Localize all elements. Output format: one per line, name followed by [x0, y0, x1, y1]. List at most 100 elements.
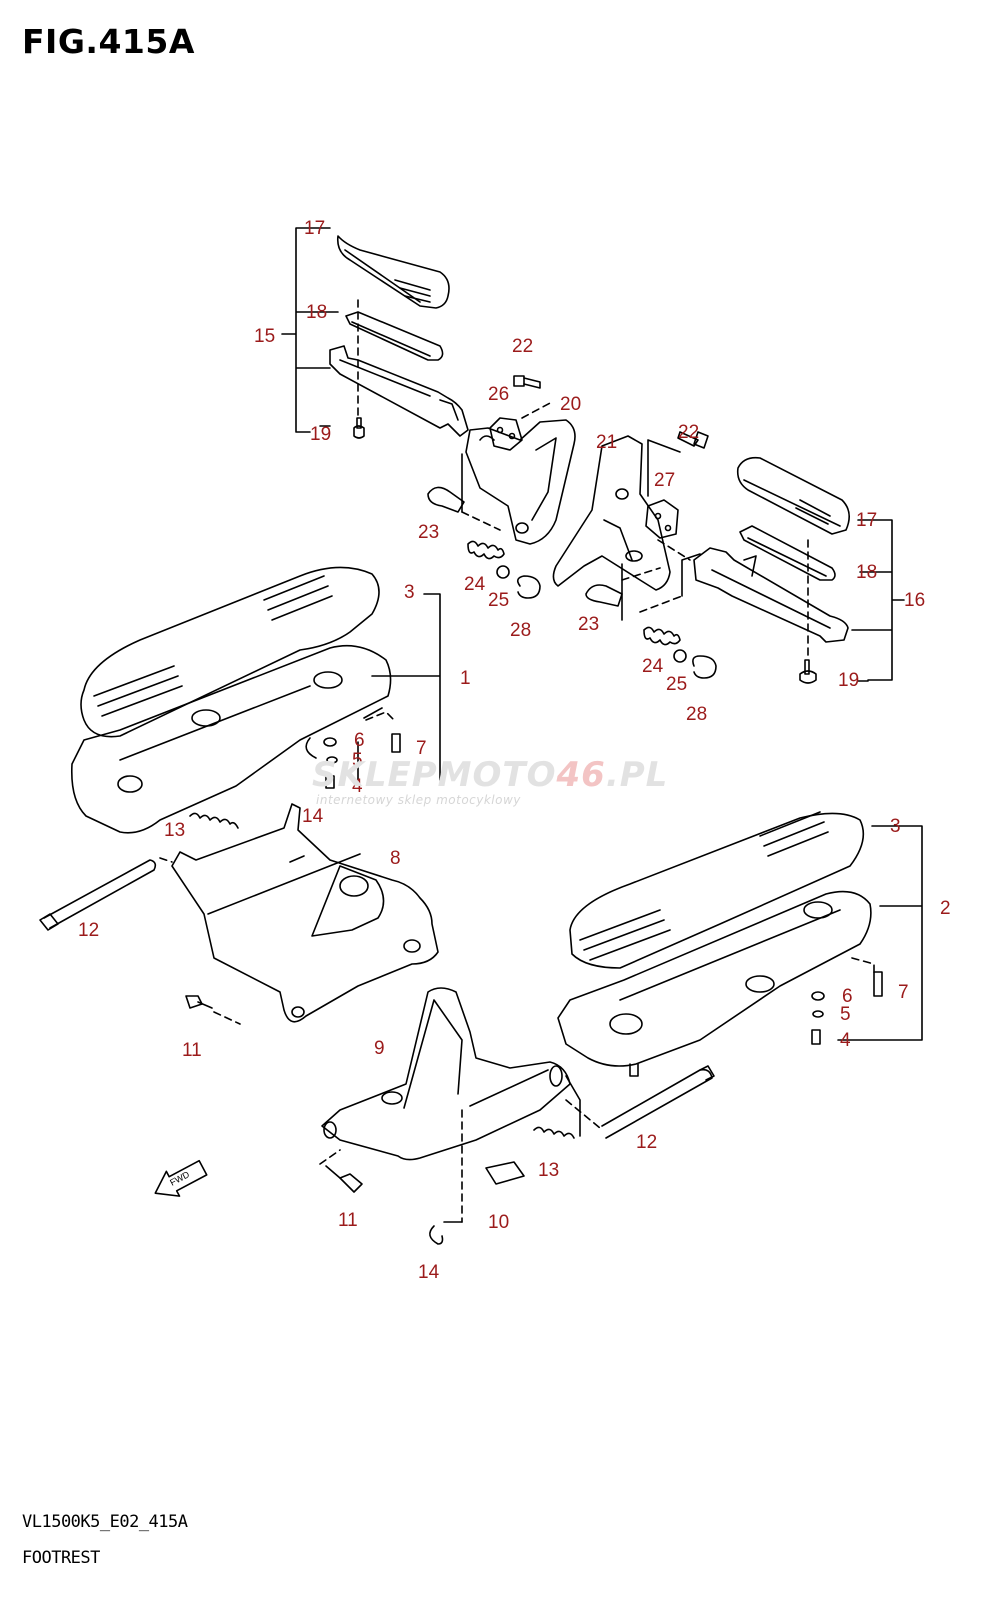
footrest-base-right [693, 547, 849, 643]
ball-25a [496, 565, 510, 579]
callout-18b: 18 [856, 562, 877, 583]
floorboard-base-right [557, 890, 872, 1077]
callout-14b: 14 [418, 1262, 440, 1283]
bolt-22a [513, 375, 541, 389]
footrest-rubber-right [736, 456, 850, 535]
bolt-11b [325, 1165, 363, 1193]
callout-7b: 7 [898, 982, 909, 1003]
callout-13b: 13 [538, 1160, 559, 1181]
spring-24b [643, 626, 681, 646]
callout-21: 21 [596, 432, 617, 453]
watermark-logo: SKLEPMOTO46.PL internetowy sklep motocyk… [300, 755, 680, 815]
bracket-21 [552, 435, 671, 591]
callout-5b: 5 [840, 1004, 851, 1025]
callout-13a: 13 [164, 820, 185, 841]
watermark-brand-c: .PL [605, 755, 669, 795]
callout-27: 27 [654, 470, 675, 491]
spring-13b [533, 1126, 575, 1139]
callout-18a: 18 [306, 302, 327, 323]
callout-17a: 17 [304, 218, 325, 239]
clip-14a [305, 737, 317, 759]
watermark-tagline: internetowy sklep motocyklowy [316, 793, 521, 807]
bolt-19b [799, 659, 817, 684]
floorboard-pad-right [569, 811, 865, 969]
callout-3a: 3 [404, 582, 415, 603]
callout-26: 26 [488, 384, 509, 405]
stud-7 [391, 733, 401, 753]
stud-7b [873, 971, 883, 997]
callout-6a: 6 [354, 730, 365, 751]
floorboard-pad-left [80, 566, 380, 738]
callout-19b: 19 [838, 670, 859, 691]
clip-28a [516, 575, 541, 599]
callout-9: 9 [374, 1038, 385, 1059]
bolt-11a [185, 995, 213, 1009]
callout-23a: 23 [418, 522, 439, 543]
callout-4b: 4 [840, 1030, 851, 1051]
plate-10 [485, 1161, 525, 1185]
figure-title: FIG.415A [22, 22, 195, 61]
callout-17b: 17 [856, 510, 877, 531]
collar-6a [323, 737, 337, 747]
callout-24a: 24 [464, 574, 486, 595]
collar-6b [811, 991, 825, 1001]
callout-22a: 22 [512, 336, 533, 357]
spring-13a [189, 812, 239, 829]
ball-25b [673, 649, 687, 663]
callout-8: 8 [390, 848, 401, 869]
callout-4a: 4 [352, 776, 363, 797]
callout-25b: 25 [666, 674, 687, 695]
footrest-plate-right [739, 525, 836, 581]
watermark-brand-a: SKLEPMOTO [312, 755, 557, 795]
callout-20: 20 [560, 394, 581, 415]
section-name: FOOTREST [22, 1548, 100, 1568]
cap-27 [645, 499, 679, 539]
callout-28b: 28 [686, 704, 707, 725]
callout-19a: 19 [310, 424, 331, 445]
pin-23a [427, 486, 465, 513]
bracket-9 [321, 987, 571, 1161]
rod-12a [39, 859, 157, 931]
callout-10: 10 [488, 1212, 509, 1233]
callout-24b: 24 [642, 656, 664, 677]
fwd-arrow-icon [154, 1159, 208, 1197]
bracket-8 [171, 803, 439, 1023]
callout-15: 15 [254, 326, 275, 347]
drawing-code: VL1500K5_E02_415A [22, 1512, 188, 1532]
callout-7a: 7 [416, 738, 427, 759]
callout-5a: 5 [352, 750, 363, 771]
bracket-20 [465, 419, 576, 545]
washer-5a [326, 756, 338, 764]
pin-23b [585, 584, 623, 607]
footrest-plate-left [345, 311, 444, 361]
bolt-4a [325, 775, 335, 789]
callout-16: 16 [904, 590, 925, 611]
callout-28a: 28 [510, 620, 531, 641]
callout-1: 1 [460, 668, 471, 689]
watermark-brand-b: 46 [556, 755, 606, 795]
washer-5b [812, 1010, 824, 1018]
watermark-brand: SKLEPMOTO46.PL [312, 755, 668, 795]
footrest-base-left [329, 345, 469, 437]
bolt-19a [353, 417, 365, 439]
callout-25a: 25 [488, 590, 509, 611]
callout-3b: 3 [890, 816, 901, 837]
rod-12b [601, 1065, 715, 1139]
callout-23b: 23 [578, 614, 599, 635]
footrest-rubber-left [336, 235, 450, 309]
spring-24a [467, 540, 505, 560]
callout-6b: 6 [842, 986, 853, 1007]
callout-14a: 14 [302, 806, 324, 827]
callout-12b: 12 [636, 1132, 657, 1153]
bolt-4b [811, 1029, 821, 1045]
callout-2: 2 [940, 898, 951, 919]
floorboard-base-left [70, 644, 392, 834]
callout-22b: 22 [678, 422, 699, 443]
clip-14b [429, 1225, 444, 1245]
callout-11a: 11 [182, 1040, 202, 1061]
clip-28b [692, 655, 717, 679]
callout-11b: 11 [338, 1210, 358, 1231]
bolt-22b [677, 431, 709, 449]
cap-26 [489, 417, 523, 451]
